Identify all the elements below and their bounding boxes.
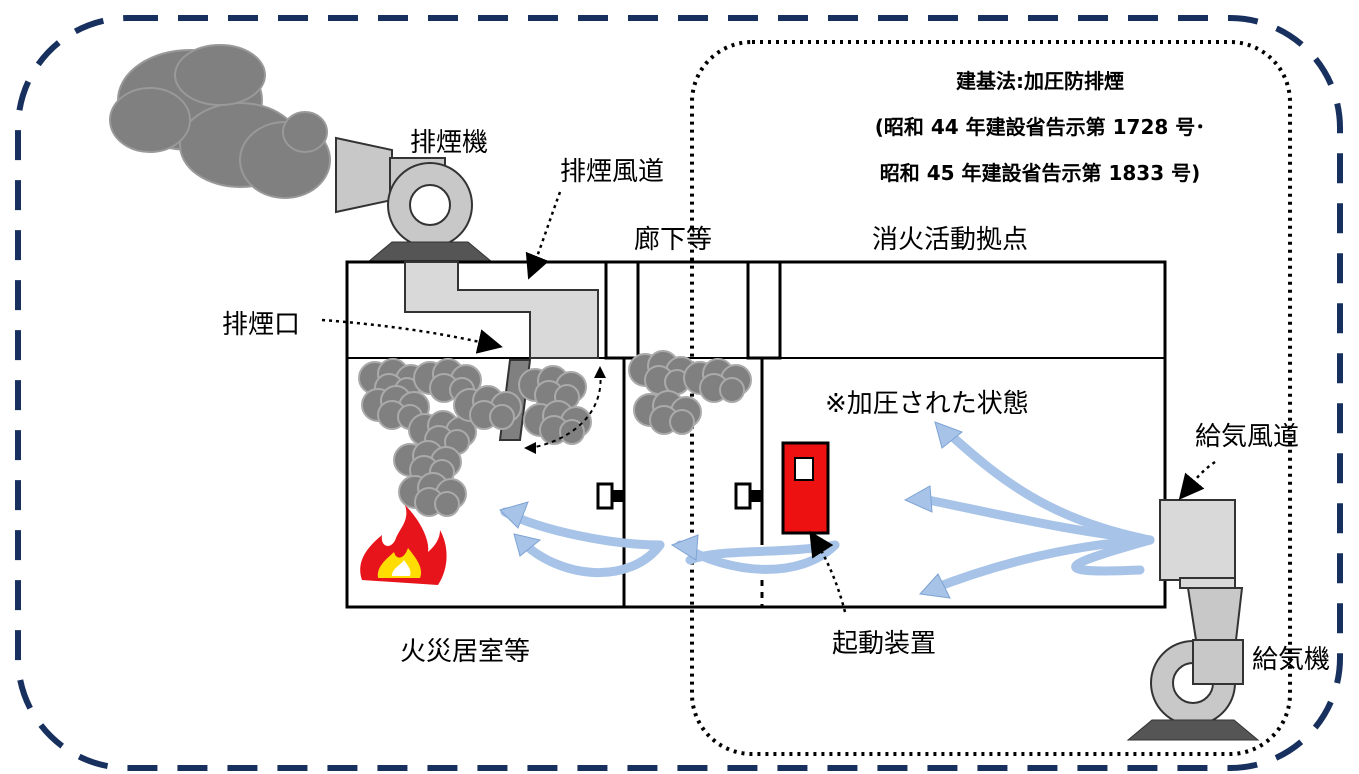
- leader-arrows: [321, 191, 1216, 613]
- exhaust-duct: [404, 261, 599, 359]
- law-ref-line1: (昭和 44 年建設省告示第 1728 号･: [875, 115, 1206, 139]
- fire-icon: [360, 505, 447, 585]
- supply-duct-label: 給気風道: [1195, 422, 1299, 452]
- exhaust-port-label: 排煙口: [222, 310, 300, 340]
- pressurized-note: ※加圧された状態: [825, 389, 1029, 419]
- actuator-label: 起動装置: [832, 629, 936, 659]
- supply-duct: [1159, 499, 1244, 641]
- actuator-device: [781, 441, 830, 535]
- law-region-boundary: [690, 40, 1292, 756]
- fire-room-label: 火災居室等: [400, 637, 530, 667]
- outer-boundary: [15, 15, 1343, 771]
- law-ref-line2: 昭和 45 年建設省告示第 1833 号): [880, 161, 1201, 185]
- partition-head-1: [604, 260, 640, 360]
- partition-head-2: [746, 260, 782, 360]
- airflow-arrowheads: [499, 421, 964, 599]
- corridor-label: 廊下等: [634, 225, 712, 255]
- airflow-arrows: [500, 425, 1155, 595]
- exhaust-smoke-cloud: [109, 44, 331, 199]
- door-handle-1: [596, 482, 624, 510]
- exhaust-fan-unit: [335, 136, 494, 263]
- supply-fan-label: 給気機: [1252, 645, 1330, 675]
- law-title: 建基法:加圧防排煙: [956, 69, 1124, 93]
- exhaust-duct-label: 排煙風道: [560, 157, 664, 187]
- fire-base-label: 消火活動拠点: [872, 225, 1028, 255]
- smoke-return-arrow: [524, 366, 606, 454]
- supply-fan-unit: [1126, 639, 1260, 741]
- exhaust-fan-label: 排煙機: [410, 128, 488, 158]
- door-handle-2: [734, 482, 762, 510]
